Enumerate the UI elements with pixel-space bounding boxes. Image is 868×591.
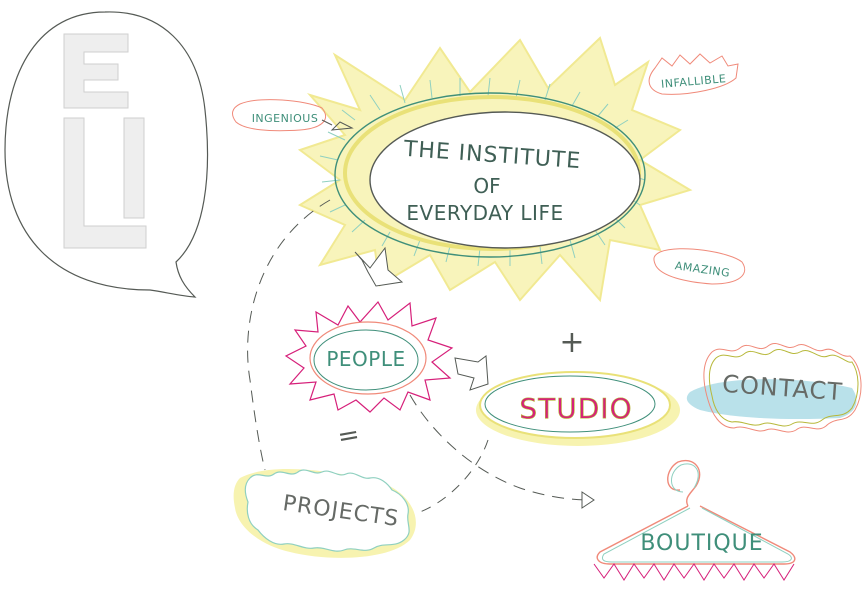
nav-studio[interactable]: STUDIO (476, 371, 680, 446)
tag-ingenious-outline (232, 99, 326, 132)
studio-label: STUDIO (519, 392, 632, 425)
tag-amazing-outline (653, 248, 746, 285)
main-title-line-2: OF (473, 174, 500, 198)
people-ellipse (309, 321, 427, 395)
main-ellipse-inner (369, 111, 641, 249)
tag-ingenious-label: INGENIOUS (252, 112, 319, 125)
hanger-hook-2 (671, 463, 699, 493)
hanger-hook (667, 459, 701, 507)
tag-infallible-label: INFALLIBLE (661, 72, 727, 91)
tag-amazing: AMAZING (653, 248, 746, 285)
main-ellipse-outer (334, 92, 646, 258)
logo-letter-i (123, 117, 145, 219)
nav-people[interactable]: PEOPLE (284, 300, 454, 413)
arrow-main-to-people (354, 246, 404, 287)
main-title-line-3: EVERYDAY LIFE (406, 201, 563, 225)
nav-projects[interactable]: PROJECTS (233, 469, 416, 558)
tag-ingenious-arrow (321, 119, 354, 131)
dashed-path-studio-to-projects (419, 439, 489, 513)
logo-letter-l (63, 117, 147, 249)
nav-boutique[interactable]: BOUTIQUE (593, 459, 796, 581)
contact-wavy-outline-2 (708, 348, 859, 427)
tag-amazing-label: AMAZING (674, 259, 731, 280)
contact-blue-blob (686, 379, 857, 420)
plus-symbol: + (559, 325, 584, 360)
people-ellipse-inner (313, 329, 419, 391)
studio-outline-inner (484, 375, 656, 433)
tag-ingenious: INGENIOUS (232, 99, 354, 132)
people-label: PEOPLE (326, 347, 405, 371)
contact-wavy-outline (703, 342, 862, 433)
logo-speech-bubble[interactable]: E (0, 0, 209, 298)
eli-logo (63, 33, 147, 249)
boutique-label: BOUTIQUE (640, 531, 763, 556)
dashed-arrowhead (581, 491, 595, 509)
dashed-path-main-to-projects (247, 199, 331, 471)
main-title-bubble[interactable]: THE INSTITUTE OF EVERYDAY LIFE (334, 92, 646, 258)
nav-contact[interactable]: CONTACT (686, 342, 862, 433)
arrow-people-to-studio (454, 355, 489, 391)
equals-symbol: = (335, 419, 362, 452)
logo-letter-e (63, 33, 129, 109)
projects-wavy-outline (244, 469, 410, 552)
hanger-body-2 (601, 507, 792, 563)
hanger-body (596, 505, 796, 565)
tag-infallible: INFALLIBLE (648, 53, 739, 95)
tag-infallible-outline (648, 53, 739, 95)
studio-outline-outer (479, 371, 671, 439)
speech-bubble-outline (4, 11, 209, 298)
hanger-zigzag (593, 563, 795, 581)
